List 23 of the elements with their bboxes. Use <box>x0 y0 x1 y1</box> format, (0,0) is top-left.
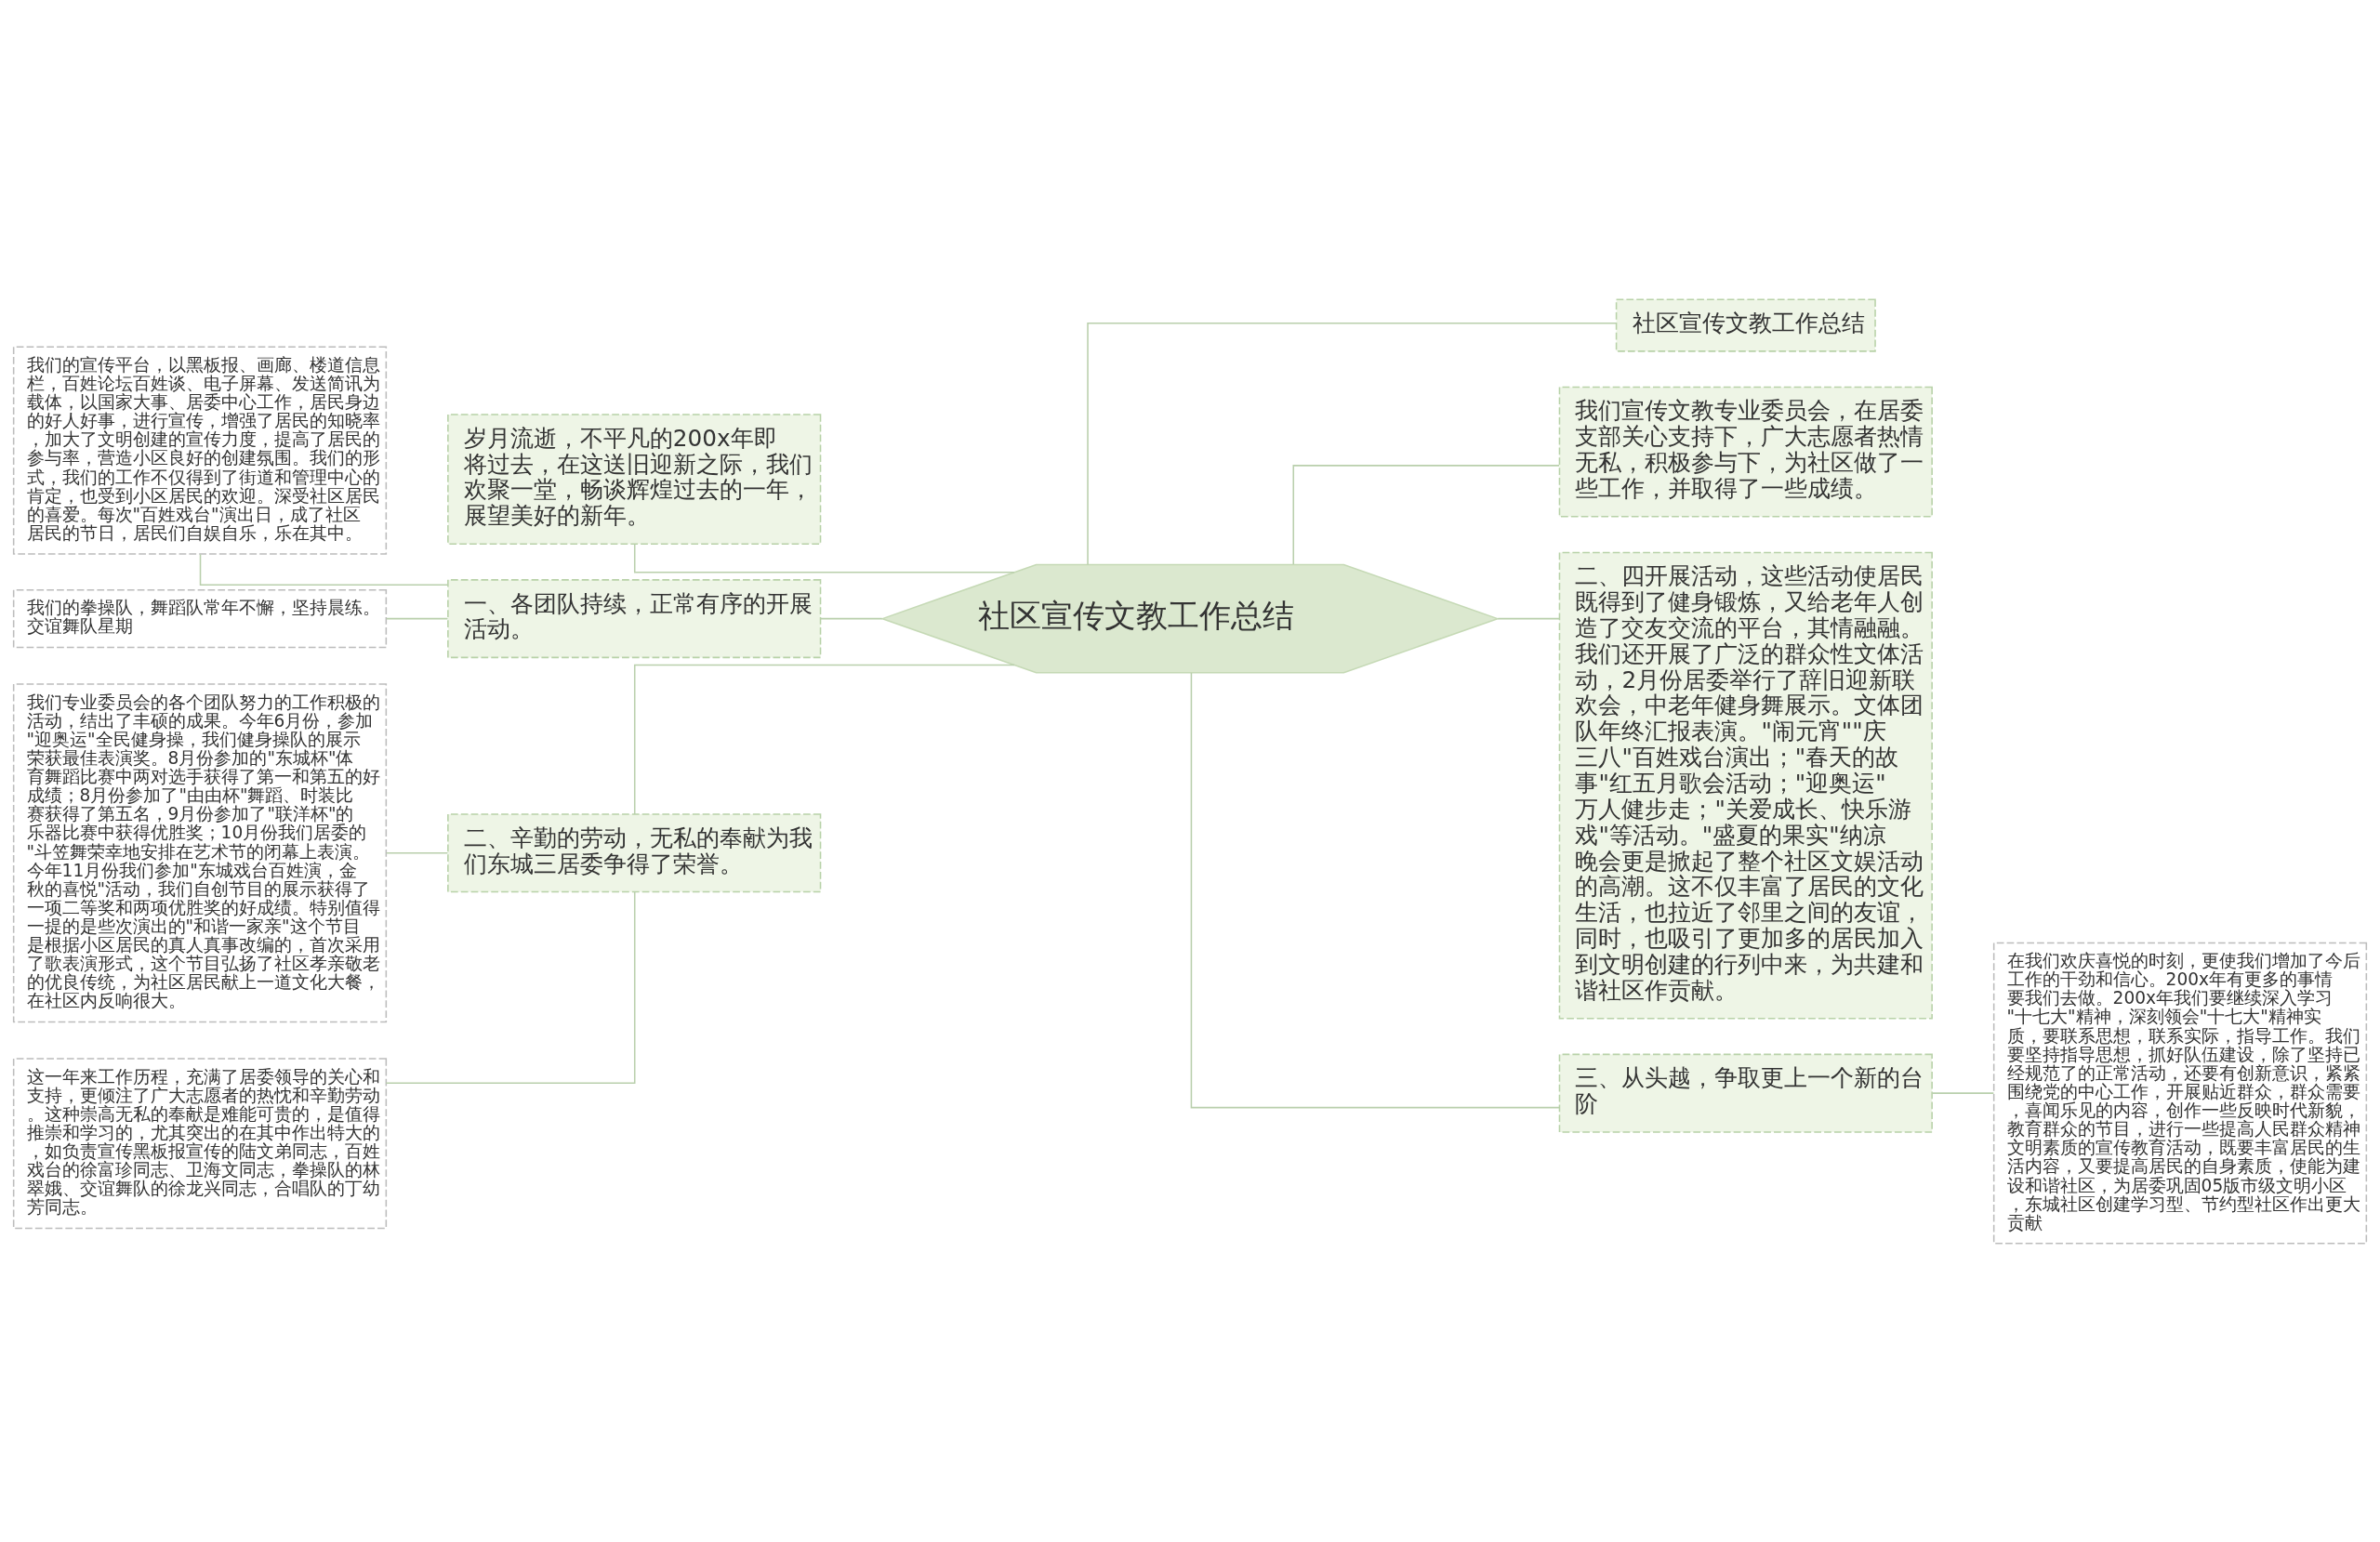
connector <box>1931 1091 1995 1094</box>
connector <box>633 664 1015 815</box>
node-box: 我们的拳操队，舞蹈队常年不懈，坚持晨练。交谊舞队星期 <box>12 588 388 648</box>
connector <box>1497 617 1560 619</box>
node-box: 二、辛勤的劳动，无私的奉献为我们东城三居委争得了荣誉。 <box>447 812 822 892</box>
node-box: 在我们欢庆喜悦的时刻，更使我们增加了今后工作的干劲和信心。200x年有更多的事情要我们去做。200x年我们要继续深入学习"十七大"精神，深刻领会"十七大"精神实质，要联系思想，联系实际，指导工作。我们要坚持指导思想，抓好队伍建设，除了坚持已经规范了的正常活动，还要有创新意识，紧紧围绕党的中心工作，开展贴近群众，群众需要，喜闻乐见的内容，创作一些反映时代新貌，教育群众的节目，进行一些提高人民群众精神文明素质的宣传教育活动，既要丰富居民的生活内容，又要提高居民的自身素质，使能为建设和谐社区，为居委巩固05版市级文明小区，东城社区创建学习型、节约型社区作出更大贡献 <box>1992 942 2368 1245</box>
node-box: 这一年来工作历程，充满了居委领导的关心和支持，更倾注了广大志愿者的热忱和辛勤劳动。这种崇高无私的奉献是难能可贵的，是值得推崇和学习的，尤其突出的在其中作出特大的，如负责宣传黑板报宣传的陆文弟同志，百姓戏台的徐富珍同志、卫海文同志，拳操队的林翠娥、交谊舞队的徐龙兴同志，合唱队的丁幼芳同志。 <box>12 1057 388 1229</box>
connector <box>1190 671 1560 1108</box>
node-box: 我们宣传文教专业委员会，在居委支部关心支持下，广大志愿者热情无私，积极参与下，为社区做了一些工作，并取得了一些成绩。 <box>1558 386 1933 518</box>
connector <box>1292 464 1560 565</box>
node-box: 一、各团队持续，正常有序的开展活动。 <box>447 578 822 658</box>
connector <box>1087 322 1618 565</box>
node-box: 岁月流逝，不平凡的200x年即将过去，在这送旧迎新之际，我们欢聚一堂，畅谈辉煌过去的一年，展望美好的新年。 <box>447 413 822 545</box>
node-box: 社区宣传文教工作总结 <box>1615 297 1876 352</box>
connector <box>386 617 449 619</box>
node-box: 三、从头越，争取更上一个新的台阶 <box>1558 1053 1933 1133</box>
node-box: 我们的宣传平台，以黑板报、画廊、楼道信息栏，百姓论坛百姓谈、电子屏幕、发送简讯为载体，以国家大事、居委中心工作，居民身边的好人好事，进行宣传，增强了居民的知晓率，加大了文明创建的宣传力度，提高了居民的参与率，营造小区良好的创建氛围。我们的形式，我们的工作不仅得到了街道和管理中心的肯定，也受到小区居民的欢迎。深受社区居民的喜爱。每次"百姓戏台"演出日，成了社区居民的节日，居民们自娱自乐，乐在其中。 <box>12 345 388 555</box>
connector <box>386 851 449 854</box>
connector <box>199 553 449 586</box>
node-box: 二、四开展活动，这些活动使居民既得到了健身锻炼，又给老年人创造了交友交流的平台，其情融融。我们还开展了广泛的群众性文体活动，2月份居委举行了辞旧迎新联欢会，中老年健身舞展示。文体团队年终汇报表演。"闹元宵""庆三八"百姓戏台演出；"春天的故事"红五月歌会活动；"迎奥运"万人健步走；"关爱成长、快乐游戏"等活动。"盛夏的果实"纳凉晚会更是掀起了整个社区文娱活动的高潮。这不仅丰富了居民的文化生活，也拉近了邻里之间的友谊，同时，也吸引了更加多的居民加入到文明创建的行列中来，为共建和谐社区作贡献。 <box>1558 551 1933 1019</box>
connector <box>385 890 636 1084</box>
connector <box>820 617 883 619</box>
node-box: 我们专业委员会的各个团队努力的工作积极的活动，结出了丰硕的成果。今年6月份，参加"迎奥运"全民健身操，我们健身操队的展示荣获最佳表演奖。8月份参加的"东城杯"体育舞蹈比赛中两对选手获得了第一和第五的好成绩；8月份参加了"由由杯"舞蹈、时装比赛获得了第五名，9月份参加了"联洋杯"的乐器比赛中获得优胜奖；10月份我们居委的"斗笠舞荣幸地安排在艺术节的闭幕上表演。今年11月份我们参加"东城戏台百姓演，金秋的喜悦"活动，我们自创节目的展示获得了一项二等奖和两项优胜奖的好成绩。特别值得一提的是些次演出的"和谐一家亲"这个节目是根据小区居民的真人真事改编的，首次采用了歌表演形式，这个节目弘扬了社区孝亲敬老的优良传统，为社区居民献上一道文化大餐，在社区内反响很大。 <box>12 682 388 1022</box>
